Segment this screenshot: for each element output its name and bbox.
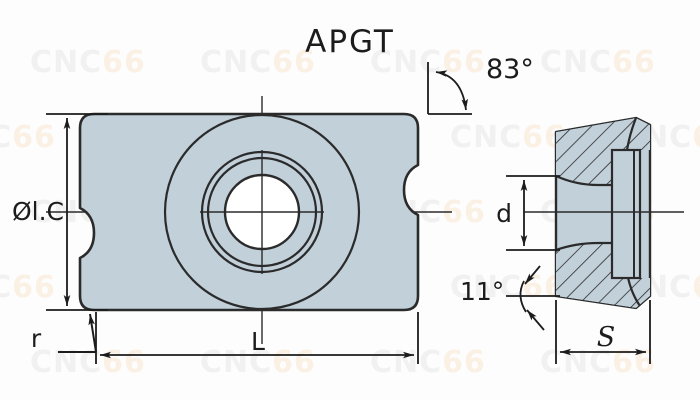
top-view-centerlines-overlay xyxy=(200,150,324,274)
angle-83-arc xyxy=(435,70,468,111)
chip-breaker-contour-group xyxy=(163,114,361,310)
page-title: APGT xyxy=(305,24,395,60)
hatch-upper xyxy=(556,118,650,185)
dim-label-angle-11: 11° xyxy=(460,277,504,306)
seat-face-lower xyxy=(555,241,626,252)
dim-label-length: L xyxy=(251,327,265,356)
seat-face-upper xyxy=(555,174,626,187)
length-dimension: L xyxy=(95,312,419,364)
angle-83-annotation: 83° xyxy=(427,54,534,115)
thickness-d-dimension: d xyxy=(496,175,560,251)
angle-11-annotation: 11° xyxy=(460,265,560,331)
dim-label-inscribed-circle: Øl.C xyxy=(12,197,64,226)
radius-leader-arrow xyxy=(88,313,97,353)
bore-rectangle-outer xyxy=(610,148,642,280)
dim-label-angle-83: 83° xyxy=(486,54,534,85)
angle-11-arc xyxy=(519,280,527,313)
dim-label-corner-radius: r xyxy=(31,324,42,353)
side-view-hatch-regions xyxy=(556,118,650,308)
hatch-lower xyxy=(556,244,650,308)
dim-label-thickness-d: d xyxy=(496,199,512,228)
angle-11-arrow-upper xyxy=(524,265,541,285)
chip-breaker-contour-circle xyxy=(163,114,361,310)
side-view-bore xyxy=(610,148,642,280)
diameter-inscribed-circle-dimension: Øl.C xyxy=(12,113,108,311)
angle-11-arrow-lower xyxy=(526,309,545,331)
thickness-s-dimension: S xyxy=(555,300,651,364)
dim-label-thickness-s: S xyxy=(597,322,616,353)
corner-radius-callout: r xyxy=(31,313,97,353)
